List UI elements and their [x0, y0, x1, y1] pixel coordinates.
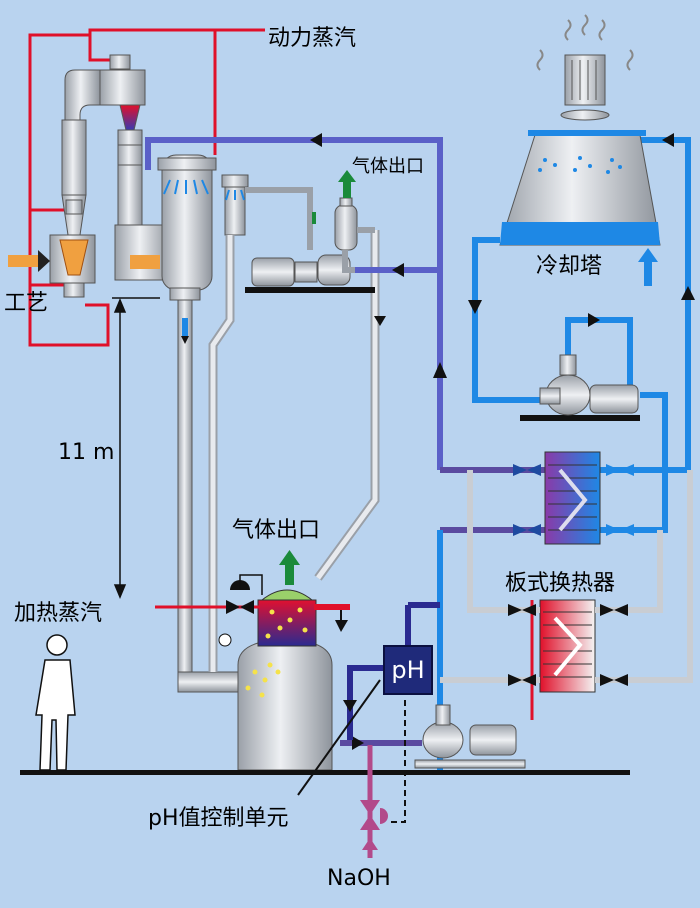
label-heating-steam: 加热蒸汽: [14, 601, 103, 626]
cooling-water-pump: [520, 354, 640, 421]
valves: [508, 464, 634, 686]
label-cooling-tower: 冷却塔: [536, 254, 603, 279]
naoh-dosing: [360, 700, 406, 858]
flow-arrows: [310, 133, 695, 378]
height-dimension: [112, 297, 160, 599]
label-process: 工艺: [4, 291, 49, 316]
ph-pointer-line: [297, 679, 381, 796]
ph-controller-box: pH: [383, 645, 433, 695]
gas-outlet-arrows: [279, 170, 356, 585]
label-motive-steam: 动力蒸汽: [268, 26, 357, 51]
secondary-ejector: [221, 174, 249, 236]
label-height: 11 m: [58, 440, 115, 465]
barometric-legs: [177, 230, 380, 693]
label-ph-control-unit: pH值控制单元: [148, 806, 289, 831]
motive-steam-lines: [28, 28, 265, 347]
steam-ejector-stack: [49, 54, 171, 298]
ground-line: [20, 770, 630, 775]
plate-heat-exchanger-heating: [539, 599, 596, 693]
evaporator-tank: [237, 589, 333, 771]
label-gas-outlet-mid: 气体出口: [232, 518, 321, 543]
operator-figure: [35, 634, 76, 771]
vacuum-pump-skid: [245, 187, 375, 293]
heating-steam-line: [155, 574, 350, 647]
label-naoh: NaOH: [327, 866, 391, 891]
cooling-tower-unit: [499, 14, 661, 286]
separator-vessel: [157, 154, 217, 301]
label-gas-outlet-top: 气体出口: [352, 156, 424, 177]
process-inlet-arrow: [8, 250, 50, 272]
process-pump: [340, 605, 526, 769]
plate-heat-exchanger-cooling: [544, 451, 601, 545]
label-plate-heat-exchanger: 板式换热器: [505, 571, 616, 596]
